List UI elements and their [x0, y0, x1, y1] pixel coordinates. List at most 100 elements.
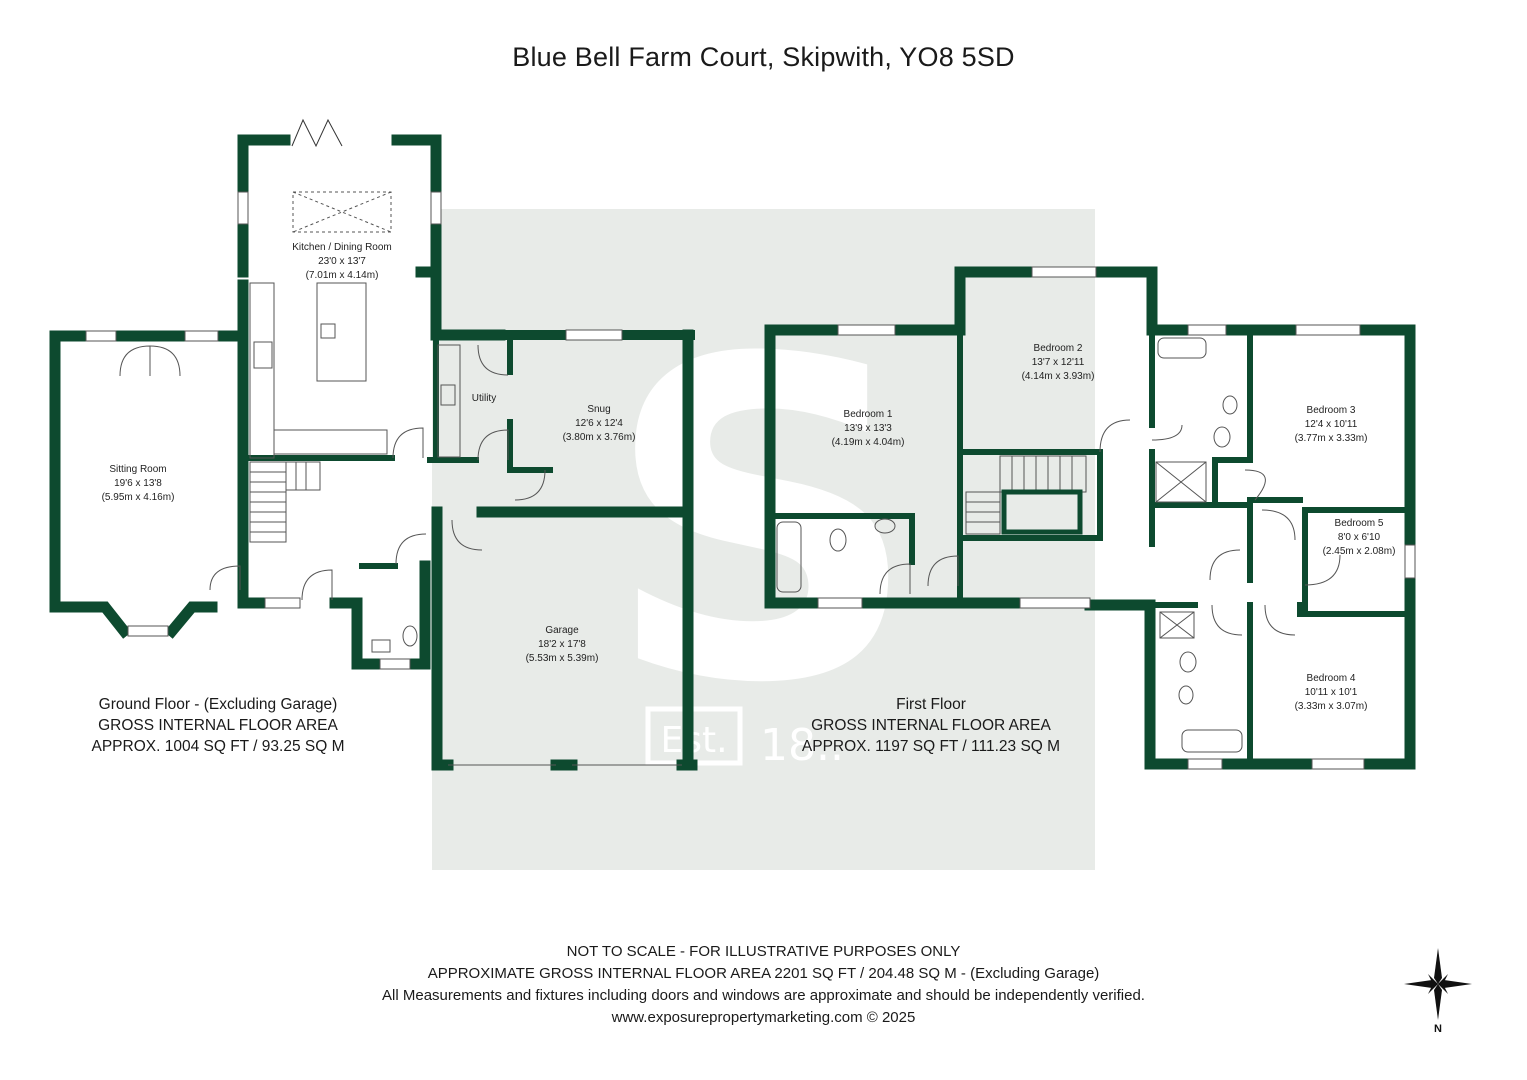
kitchen-island [316, 282, 367, 382]
door-arc [301, 569, 333, 601]
french-door [149, 345, 181, 377]
wall [49, 330, 92, 613]
window [379, 658, 411, 670]
window [1187, 758, 1223, 770]
door-arc [514, 469, 546, 501]
disclaimer-not-to-scale: NOT TO SCALE - FOR ILLUSTRATIVE PURPOSES… [566, 943, 961, 960]
room-name: Bedroom 5 [1335, 518, 1384, 529]
watermark-est: Est. [660, 720, 727, 761]
window [817, 597, 863, 609]
room-utility: Utility [472, 393, 496, 404]
door-arc [879, 563, 911, 595]
ground-floor-title: Ground Floor - (Excluding Garage) [98, 696, 338, 713]
wall [1358, 572, 1416, 770]
ground-floor-area: Ground Floor - (Excluding Garage) GROSS … [78, 694, 358, 757]
basin-icon [1178, 685, 1194, 705]
bath-icon [1181, 729, 1243, 753]
ground-stairs [249, 461, 321, 543]
hob-icon [253, 341, 273, 369]
room-imperial: 18'2 x 17'8 [538, 639, 586, 650]
wall [1354, 324, 1416, 511]
toilet-icon [1179, 651, 1197, 673]
disclaimer-footer: NOT TO SCALE - FOR ILLUSTRATIVE PURPOSES… [0, 941, 1527, 1029]
watermark-year: 18.. [760, 720, 844, 771]
door-arc [1261, 509, 1296, 541]
wall [49, 601, 132, 639]
door-arc [392, 427, 424, 459]
wall [329, 597, 431, 670]
door-arc [1304, 554, 1341, 586]
door-arc [209, 565, 241, 591]
window [565, 329, 623, 341]
bath-icon [776, 521, 802, 593]
room-metric: (4.19m x 4.04m) [832, 437, 905, 448]
skylight-line [292, 191, 392, 233]
kitchen-counter [249, 282, 275, 459]
wall [237, 134, 291, 198]
footer-website-link[interactable]: www.exposurepropertymarketing.com © 2025 [611, 1009, 916, 1026]
first-floor-area: First Floor GROSS INTERNAL FLOOR AREA AP… [786, 694, 1076, 757]
room-labels: Kitchen / Dining Room 23'0 x 13'7 (7.01m… [102, 242, 1396, 712]
room-imperial: 12'6 x 12'4 [575, 418, 623, 429]
room-name: Bedroom 2 [1034, 343, 1083, 354]
wall [772, 513, 915, 565]
first-floor-plan [764, 266, 1416, 770]
toilet-icon [402, 625, 418, 647]
room-imperial: 19'6 x 13'8 [114, 478, 162, 489]
wall [391, 134, 442, 198]
disclaimer-measurements: All Measurements and fixtures including … [382, 987, 1145, 1004]
page-title: Blue Bell Farm Court, Skipwith, YO8 5SD [512, 42, 1015, 72]
compass-rose-icon: N [1404, 948, 1472, 1034]
ground-floor-gia-label: GROSS INTERNAL FLOOR AREA [98, 717, 338, 734]
room-bedroom-2: Bedroom 2 13'7 x 12'11 (4.14m x 3.93m) [1022, 343, 1095, 382]
room-name: Bedroom 3 [1307, 405, 1356, 416]
toilet-icon [829, 528, 847, 552]
room-metric: (4.14m x 3.93m) [1022, 371, 1095, 382]
room-sitting: Sitting Room 19'6 x 13'8 (5.95m x 4.16m) [102, 464, 175, 503]
bath-icon [1157, 337, 1207, 359]
window [237, 191, 249, 225]
basin-icon [874, 518, 896, 534]
first-floor-gia-value: APPROX. 1197 SQ FT / 111.23 SQ M [801, 738, 1061, 755]
door-arc [1151, 424, 1183, 441]
room-garage: Garage 18'2 x 17'8 (5.53m x 5.39m) [526, 625, 599, 664]
room-metric: (3.80m x 3.76m) [563, 432, 636, 443]
ground-floor-fixtures [85, 118, 682, 766]
wall [1302, 507, 1413, 617]
room-kitchen-dining: Kitchen / Dining Room 23'0 x 13'7 (7.01m… [292, 242, 392, 281]
room-imperial: 23'0 x 13'7 [318, 256, 366, 267]
kitchen-counter [273, 429, 388, 455]
room-metric: (7.01m x 4.14m) [306, 270, 379, 281]
door-arc [477, 429, 509, 461]
room-metric: (5.95m x 4.16m) [102, 492, 175, 503]
window [1019, 597, 1091, 609]
wall [507, 419, 553, 473]
room-name: Garage [545, 625, 579, 636]
ground-floor-plan [49, 134, 698, 771]
sink-icon [320, 323, 336, 339]
door-arc [1211, 604, 1243, 636]
room-bedroom-4: Bedroom 4 10'11 x 10'1 (3.33m x 3.07m) [1295, 673, 1368, 712]
room-metric: (3.33m x 3.07m) [1295, 701, 1368, 712]
room-name: Sitting Room [109, 464, 166, 475]
room-imperial: 13'7 x 12'11 [1032, 357, 1085, 368]
wall [415, 266, 506, 341]
room-imperial: 12'4 x 10'11 [1305, 419, 1358, 430]
utility-sink-icon [440, 384, 456, 406]
room-bedroom-1: Bedroom 1 13'9 x 13'3 (4.19m x 4.04m) [832, 409, 905, 448]
window [1404, 544, 1416, 579]
door-arc [1099, 419, 1131, 453]
room-bedroom-3: Bedroom 3 12'4 x 10'11 (3.77m x 3.33m) [1295, 405, 1368, 444]
window [85, 330, 117, 342]
skylight-line [292, 191, 392, 233]
window [837, 324, 896, 336]
room-metric: (3.77m x 3.33m) [1295, 433, 1368, 444]
disclaimer-total-area: APPROXIMATE GROSS INTERNAL FLOOR AREA 22… [427, 965, 1100, 982]
first-floor-fixtures [776, 266, 1416, 770]
room-snug: Snug 12'6 x 12'4 (3.80m x 3.76m) [563, 404, 636, 443]
room-name: Kitchen / Dining Room [292, 242, 392, 253]
first-floor-gia-label: GROSS INTERNAL FLOOR AREA [811, 717, 1051, 734]
window [184, 330, 219, 342]
shower-icon [1159, 611, 1195, 639]
